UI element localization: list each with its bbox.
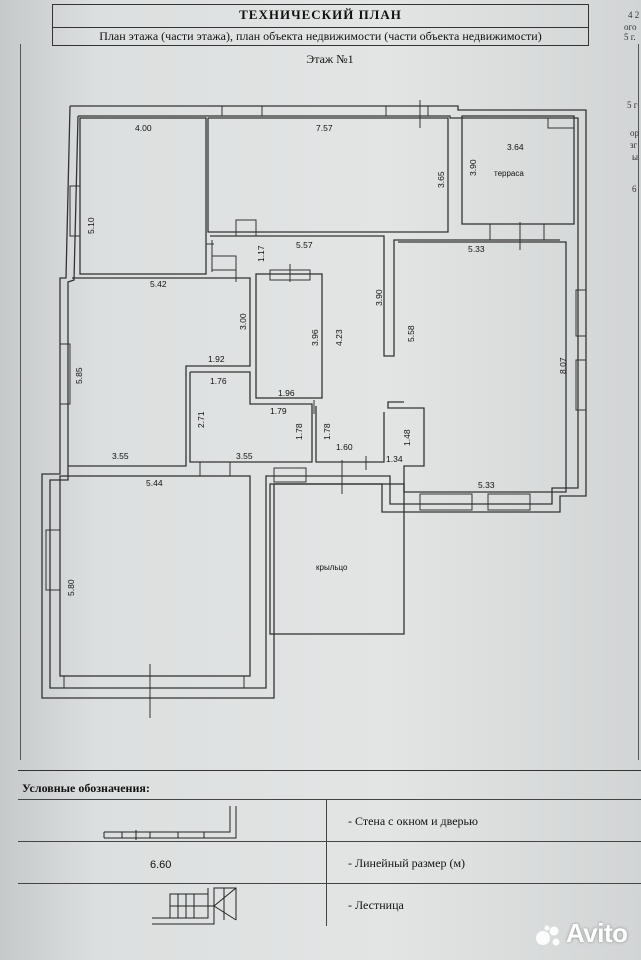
dim-label: 4.23 — [334, 329, 344, 346]
dim-label: 7.57 — [316, 123, 333, 133]
legend-desc: - Лестница — [348, 898, 404, 912]
dim-label: 5.33 — [478, 480, 495, 490]
dim-label: 1.78 — [294, 423, 304, 440]
windows-and-doors — [45, 100, 587, 718]
dim-label: 1.78 — [322, 423, 332, 440]
dim-label: 3.64 — [507, 142, 524, 152]
edge-text: 5 г. — [624, 32, 636, 42]
legend-row-wall: - Стена с окном и дверью — [18, 799, 641, 842]
dim-label: 3.65 — [436, 171, 446, 188]
walls — [41, 105, 587, 699]
dimension-symbol-icon: 6.60 — [150, 859, 171, 871]
dim-label: 3.00 — [238, 313, 248, 330]
legend-row-stairs: - Лестница — [18, 883, 641, 926]
dim-label: 1.92 — [208, 354, 225, 364]
document-title: ТЕХНИЧЕСКИЙ ПЛАН — [239, 7, 402, 22]
dim-label: 1.76 — [210, 376, 227, 386]
dim-label: 1.17 — [256, 245, 266, 262]
dim-label: 3.90 — [374, 289, 384, 306]
edge-text: 4 2 — [628, 10, 640, 20]
plan-frame — [20, 44, 639, 760]
stairs-symbol-icon — [152, 887, 237, 925]
legend: Условные обозначения: - Стена с окном и … — [18, 770, 641, 941]
dim-label: 5.85 — [74, 367, 84, 384]
legend-symbol: 6.60 — [18, 842, 327, 884]
legend-row-dimension: 6.60 - Линейный размер (м) — [18, 841, 641, 884]
dim-label: 1.60 — [336, 442, 353, 452]
dim-label: 5.44 — [146, 478, 163, 488]
dim-label: 3.90 — [468, 159, 478, 176]
document-subtitle: План этажа (части этажа), план объекта н… — [53, 27, 588, 44]
terrace-label: терраса — [494, 169, 524, 178]
dim-label: 4.00 — [135, 123, 152, 133]
dim-label: 5.10 — [86, 217, 96, 234]
dim-label: 5.33 — [468, 244, 485, 254]
dim-label: 8.07 — [558, 357, 568, 374]
dim-label: 1.96 — [278, 388, 295, 398]
wall-symbol-icon — [103, 806, 237, 840]
edge-text: ор — [630, 128, 639, 138]
room-labels: терраса крыльцо — [316, 169, 524, 572]
legend-desc: - Стена с окном и дверью — [348, 814, 478, 828]
dim-label: 2.71 — [196, 411, 206, 428]
dim-label: 5.42 — [150, 279, 167, 289]
dim-label: 5.57 — [296, 240, 313, 250]
dim-label: 5.58 — [406, 325, 416, 342]
edge-text: ого — [624, 22, 637, 32]
avito-logo-icon — [536, 925, 560, 946]
dim-label: 5.80 — [66, 579, 76, 596]
edge-text: 6 — [632, 184, 637, 194]
dim-label: 1.48 — [402, 429, 412, 446]
edge-text: ы — [632, 152, 639, 162]
floor-label: Этаж №1 — [306, 52, 354, 66]
dim-label: 1.34 — [386, 454, 403, 464]
watermark: Avito — [566, 918, 628, 948]
porch-label: крыльцо — [316, 563, 348, 572]
dim-label: 3.55 — [236, 451, 253, 461]
edge-text: 5 г — [627, 100, 638, 110]
legend-desc: - Линейный размер (м) — [348, 856, 466, 870]
dimension-labels: 4.00 7.57 3.64 5.10 3.65 3.90 5.57 1.17 … — [66, 123, 568, 596]
dim-label: 3.55 — [112, 451, 129, 461]
floor-plan: 4.00 7.57 3.64 5.10 3.65 3.90 5.57 1.17 … — [41, 100, 587, 718]
edge-text: зг — [630, 140, 638, 150]
dimension-sample: 6.60 — [150, 859, 171, 871]
legend-title: Условные обозначения: — [22, 781, 150, 795]
legend-symbol — [18, 884, 327, 926]
dim-label: 3.96 — [310, 329, 320, 346]
dim-label: 1.79 — [270, 406, 287, 416]
document-header: ТЕХНИЧЕСКИЙ ПЛАН План этажа (части этажа… — [52, 4, 589, 46]
legend-symbol — [18, 800, 327, 842]
